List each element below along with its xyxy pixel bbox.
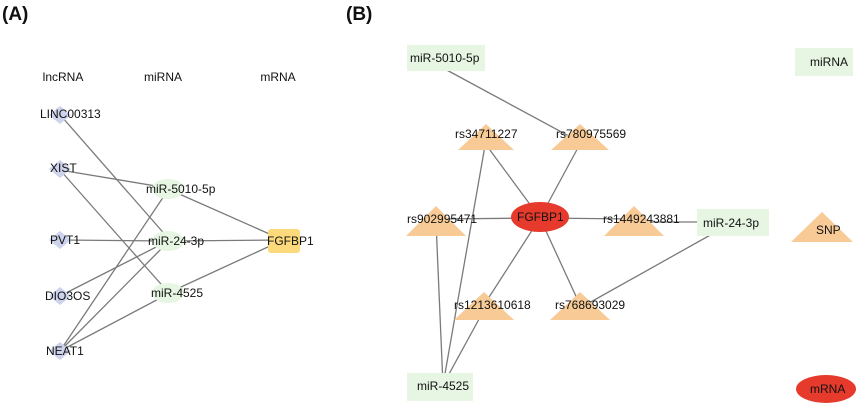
panel-b-edges <box>435 67 731 386</box>
mirna-rect-shape <box>697 209 769 236</box>
mirna-label: miR-5010-5p <box>146 182 216 196</box>
legend-mirna-swatch <box>795 48 853 76</box>
edge-dio3os-mir24 <box>59 240 169 297</box>
legend-mrna-swatch <box>796 375 856 403</box>
mrna-node: FGFBP1 <box>511 202 569 232</box>
mirna-node: miR-24-3p <box>697 209 769 236</box>
panel-a-edges <box>59 116 284 352</box>
mrna-rect-shape <box>268 229 300 253</box>
snp-node: rs34711227 <box>455 124 518 150</box>
panel-b-label: (B) <box>346 4 372 25</box>
mirna-label: miR-5010-5p <box>410 51 480 65</box>
mrna-node: FGFBP1 <box>267 229 314 253</box>
legend-mirna-label: miRNA <box>810 55 848 69</box>
snp-node: rs780975569 <box>551 124 626 150</box>
snp-triangle-shape <box>406 206 466 236</box>
edge-xist-mir4525 <box>59 169 169 293</box>
mirna-ellipse-shape <box>152 283 184 303</box>
edge-rs34711227-mir4525 <box>442 139 487 386</box>
mirna-label: miR-24-3p <box>703 216 759 230</box>
lncrna-label: NEAT1 <box>46 344 84 358</box>
snp-node: rs902995471 <box>406 206 477 236</box>
lncrna-label: PVT1 <box>50 233 80 247</box>
edge-rs1213610618-mir4525 <box>442 309 485 386</box>
edge-fgfbp1-rs1213610618 <box>483 217 541 306</box>
legend-snp-swatch <box>791 212 853 242</box>
mirna-label: miR-4525 <box>151 286 203 300</box>
lncrna-diamond-shape <box>49 160 71 178</box>
mirna-ellipse-shape <box>152 179 184 199</box>
edge-neat1-mir5010 <box>59 189 169 352</box>
mirna-node: miR-24-3p <box>148 231 204 251</box>
mirna-ellipse-shape <box>152 231 184 251</box>
edge-pvt1-mir24 <box>59 239 169 242</box>
lncrna-node: NEAT1 <box>46 342 84 360</box>
snp-triangle-shape <box>550 292 610 320</box>
legend-item-mrna: mRNA <box>796 375 856 403</box>
mrna-label: FGFBP1 <box>517 210 564 224</box>
snp-label: rs768693029 <box>555 298 625 312</box>
lncrna-label: DIO3OS <box>45 289 90 303</box>
mrna-ellipse-shape <box>511 202 569 232</box>
snp-triangle-shape <box>458 124 514 150</box>
snp-label: rs902995471 <box>407 212 477 226</box>
snp-label: rs1213610618 <box>454 298 531 312</box>
legend: miRNA SNP mRNA <box>791 48 856 403</box>
mirna-rect-shape <box>407 45 485 71</box>
edge-rs902995471-mir4525 <box>435 221 444 386</box>
edge-mir5010-fgfbp1 <box>167 188 284 241</box>
lncrna-node: XIST <box>49 160 77 178</box>
mirna-node: miR-4525 <box>151 283 203 303</box>
mirna-node: miR-4525 <box>407 373 473 401</box>
edge-fgfbp1-rs768693029 <box>539 217 581 306</box>
edge-linc00313-mir24 <box>61 116 169 239</box>
legend-snp-label: SNP <box>816 223 841 237</box>
mirna-node: miR-5010-5p <box>407 45 485 71</box>
edge-mir4525-fgfbp1 <box>167 239 284 294</box>
lncrna-node: DIO3OS <box>45 287 90 305</box>
lncrna-node: LINC00313 <box>40 106 101 124</box>
edge-xist-mir5010 <box>59 169 169 189</box>
lncrna-label: XIST <box>50 161 77 175</box>
mirna-label: miR-4525 <box>417 379 469 393</box>
column-header-mirna: miRNA <box>144 70 182 84</box>
mrna-label: FGFBP1 <box>267 234 314 248</box>
edge-mir5010-rs780975569 <box>442 67 581 143</box>
mirna-label: miR-24-3p <box>148 234 204 248</box>
column-header-lncrna: lncRNA <box>43 70 84 84</box>
edge-rs768693029-mir24 <box>579 223 731 309</box>
edge-mir24-fgfbp1 <box>167 239 284 242</box>
snp-node: rs1213610618 <box>454 292 531 320</box>
snp-triangle-shape <box>551 124 609 150</box>
snp-label: rs780975569 <box>556 127 626 141</box>
column-header-mrna: mRNA <box>260 70 295 84</box>
snp-triangle-shape <box>454 292 514 320</box>
snp-label: rs34711227 <box>455 127 518 141</box>
snp-node: rs1449243881 <box>603 206 680 236</box>
lncrna-node: PVT1 <box>49 231 80 249</box>
mirna-node: miR-5010-5p <box>146 179 216 199</box>
lncrna-label: LINC00313 <box>40 107 101 121</box>
snp-label: rs1449243881 <box>603 212 680 226</box>
lncrna-diamond-shape <box>49 231 71 249</box>
lncrna-diamond-shape <box>49 342 71 360</box>
legend-mrna-label: mRNA <box>810 382 845 396</box>
lncrna-diamond-shape <box>49 287 71 305</box>
snp-node: rs768693029 <box>550 292 625 320</box>
edge-neat1-mir24 <box>59 241 169 352</box>
mirna-rect-shape <box>407 373 473 401</box>
edge-neat1-mir4525 <box>59 293 169 352</box>
lncrna-diamond-shape <box>49 106 71 124</box>
legend-item-snp: SNP <box>791 212 853 242</box>
snp-triangle-shape <box>604 206 664 236</box>
panel-a-label: (A) <box>2 4 28 25</box>
legend-item-mirna: miRNA <box>795 48 853 76</box>
